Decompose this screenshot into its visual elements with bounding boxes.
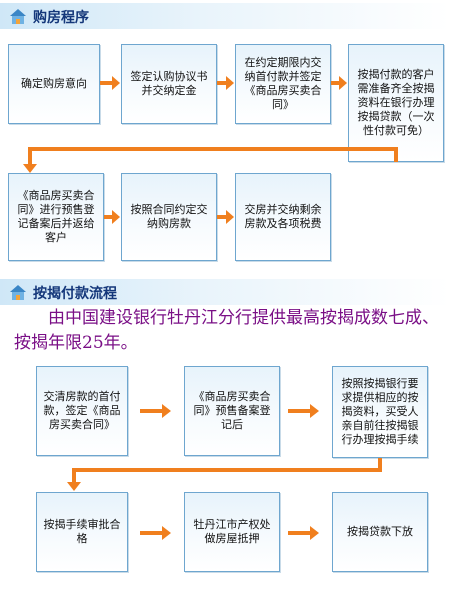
arrow-right-9 [288, 526, 319, 540]
mortgage-step-2: 《商品房买卖合同》预售备案登记后 [184, 366, 280, 456]
house-icon [10, 9, 26, 24]
section1-title: 购房程序 [33, 10, 89, 26]
arrow-right-1 [100, 76, 120, 90]
arrow-right-6 [140, 404, 171, 418]
mortgage-step-6: 按揭贷款下放 [332, 492, 428, 572]
mortgage-step-3: 按照按揭银行要求提供相应的按揭资料，买受人亲自前往按揭银行办理按揭手续 [332, 366, 428, 458]
section2-header: 按揭付款流程 [0, 279, 450, 305]
arrow-wrap-2 [67, 458, 382, 491]
arrow-right-7 [288, 404, 319, 418]
house-icon [10, 285, 26, 300]
mortgage-step-5: 牡丹江市产权处做房屋抵押 [184, 492, 280, 572]
purchase-step-1: 确定购房意向 [8, 44, 100, 124]
purchase-step-4: 按揭付款的客户需准备齐全按揭资料在银行办理按揭贷款（一次性付款可免） [348, 44, 444, 162]
purchase-step-6: 按照合同约定交纳购房款 [121, 173, 217, 261]
purchase-step-7: 交房并交纳剩余房款及各项税费 [235, 173, 331, 261]
arrow-right-8 [140, 526, 171, 540]
section1-header: 购房程序 [0, 3, 450, 29]
arrow-right-3 [331, 76, 347, 90]
purchase-step-2: 签定认购协议书并交纳定金 [121, 44, 217, 124]
arrow-right-5 [217, 210, 234, 224]
arrow-wrap-1 [23, 147, 398, 173]
purchase-step-5: 《商品房买卖合同》进行预售登记备案后并返给客户 [8, 173, 104, 261]
mortgage-intro-text: 由中国建设银行牡丹江分行提供最高按揭成数七成、按揭年限25年。 [14, 308, 439, 353]
mortgage-step-4: 按揭手续审批合格 [36, 492, 128, 572]
purchase-step-3: 在约定期限内交纳首付款并签定《商品房买卖合同》 [235, 44, 331, 124]
arrow-right-4 [104, 210, 120, 224]
arrow-right-2 [217, 76, 234, 90]
mortgage-step-1: 交清房款的首付款，签定《商品房买卖合同》 [36, 366, 128, 456]
section2-title: 按揭付款流程 [33, 286, 117, 302]
